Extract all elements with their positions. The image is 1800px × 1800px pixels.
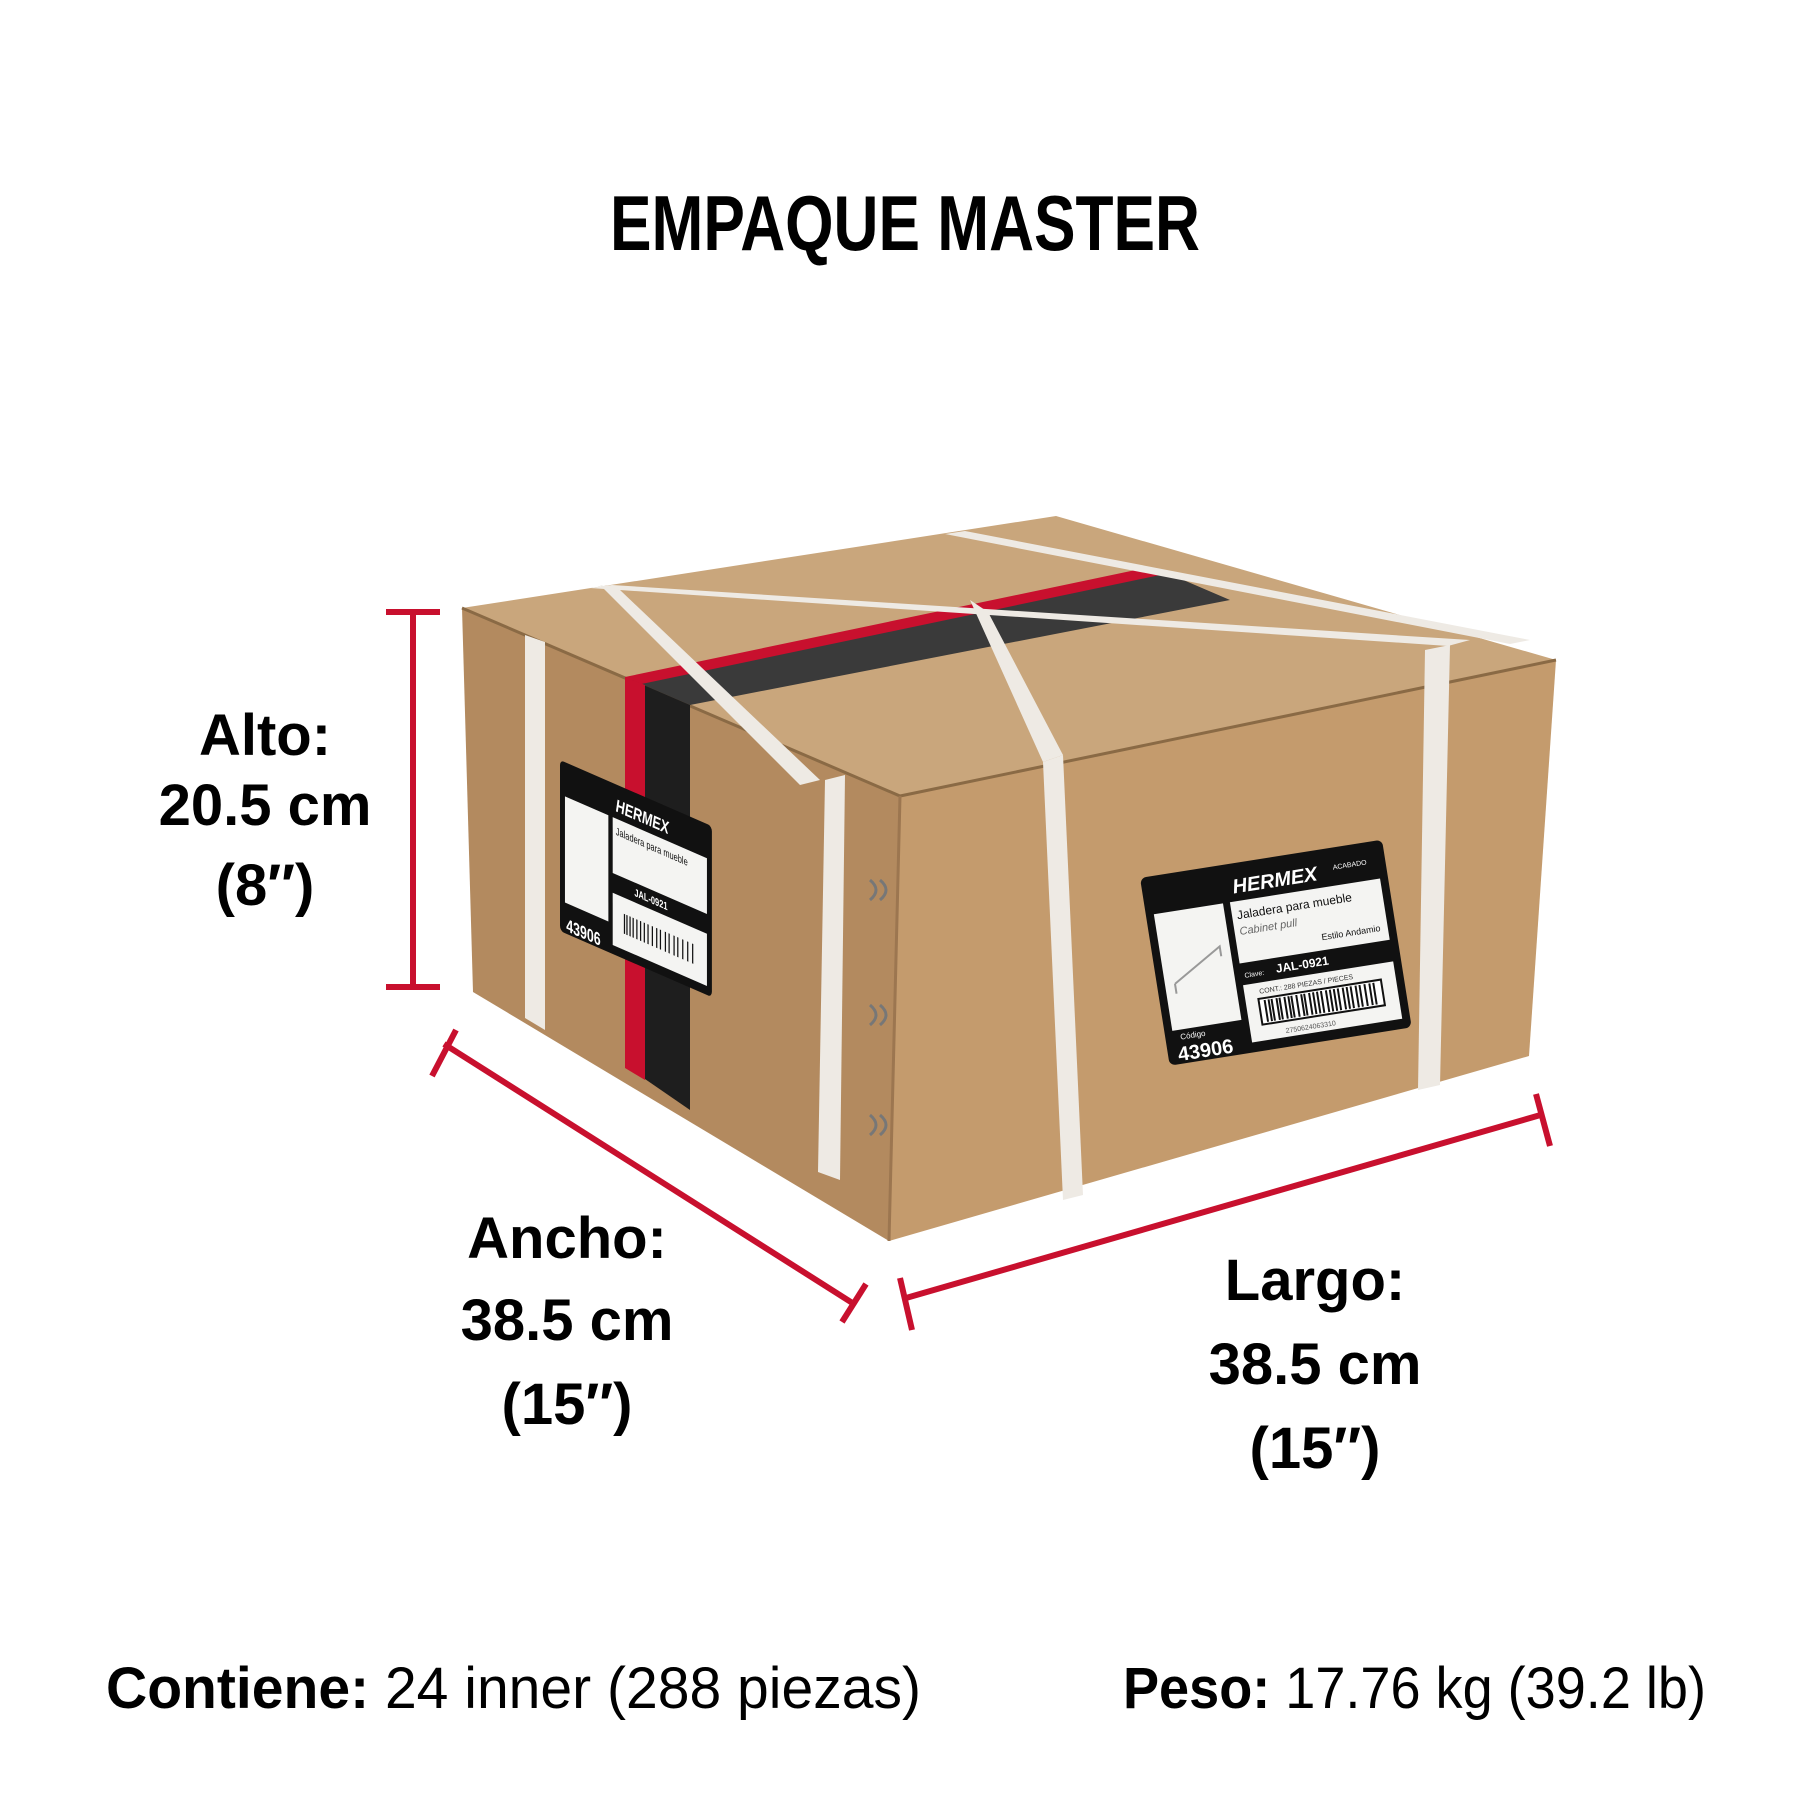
largo-label: Largo: 38.5 cm (15″) [1209, 1248, 1422, 1481]
svg-text:(15″): (15″) [502, 1372, 633, 1437]
straps [525, 531, 1530, 1200]
staples [868, 878, 888, 1137]
svg-text:Largo:: Largo: [1225, 1248, 1405, 1313]
tape [632, 570, 1230, 705]
largo-dimension-line [897, 1093, 1553, 1331]
ancho-dimension-line [429, 1028, 869, 1324]
barcode [1257, 978, 1387, 1026]
contents-info: Contiene: 24 inner (288 piezas) [106, 1656, 921, 1721]
svg-text:Alto:: Alto: [199, 703, 331, 768]
svg-text:(15″): (15″) [1250, 1416, 1381, 1481]
svg-text:Código: Código [1180, 1029, 1207, 1042]
alto-label: Alto: 20.5 cm (8″) [159, 703, 372, 918]
page-title: EMPAQUE MASTER [610, 179, 1200, 267]
svg-text:38.5 cm: 38.5 cm [461, 1288, 674, 1353]
alto-dimension-line [386, 609, 440, 990]
side-product-label: HERMEX Jaladera para mueble JAL-0921 439… [560, 761, 712, 996]
svg-text:Ancho:: Ancho: [467, 1206, 667, 1271]
front-product-label: HERMEX ACABADO Jaladera para mueble Cabi… [1140, 840, 1411, 1066]
svg-text:38.5 cm: 38.5 cm [1209, 1332, 1422, 1397]
svg-text:20.5 cm: 20.5 cm [159, 773, 372, 838]
master-box: HERMEX ACABADO Jaladera para mueble Cabi… [461, 516, 1557, 1242]
svg-text:(8″): (8″) [216, 853, 315, 918]
weight-info: Peso: 17.76 kg (39.2 lb) [1123, 1656, 1706, 1721]
svg-text:Clave:: Clave: [1244, 970, 1265, 980]
ancho-label: Ancho: 38.5 cm (15″) [461, 1206, 674, 1437]
